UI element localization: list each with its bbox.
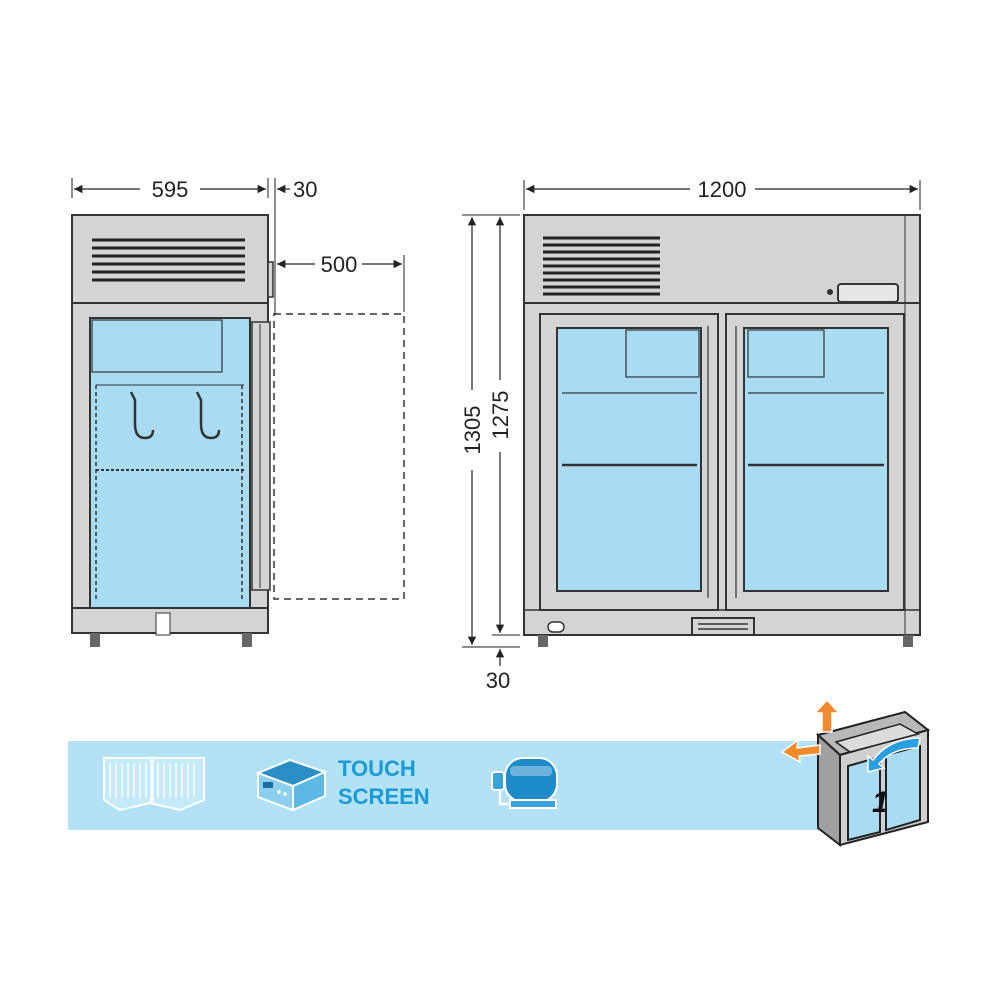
dim-label-1305: 1305 bbox=[460, 406, 485, 455]
dim-label-500: 500 bbox=[321, 252, 358, 277]
dim-heights: 1305 1275 bbox=[460, 214, 520, 648]
display-panel bbox=[837, 283, 899, 303]
front-view bbox=[523, 214, 921, 647]
dim-label-1275: 1275 bbox=[488, 391, 513, 440]
dim-offset-top: 30 bbox=[274, 177, 317, 315]
dim-label-30-bottom: 30 bbox=[486, 668, 510, 693]
grille-icon bbox=[103, 757, 205, 812]
temperature-display-icon bbox=[547, 621, 565, 633]
dim-offset-bottom: 30 bbox=[486, 649, 510, 693]
side-vent-grille bbox=[92, 238, 245, 282]
dim-label-30-top: 30 bbox=[293, 177, 317, 202]
dim-width-front: 1200 bbox=[523, 177, 921, 210]
dim-label-1200: 1200 bbox=[698, 177, 747, 202]
front-vent bbox=[691, 617, 755, 636]
dim-door-swing: 500 bbox=[277, 252, 405, 312]
front-vent-grille bbox=[543, 236, 660, 296]
dim-label-595: 595 bbox=[152, 177, 189, 202]
badge-number: 1 bbox=[872, 786, 889, 819]
airflow-cabinet-icon bbox=[780, 698, 931, 848]
indicator-dot bbox=[827, 289, 833, 295]
touch-label: TOUCH bbox=[338, 756, 416, 781]
side-view bbox=[71, 214, 405, 647]
controller-icon bbox=[255, 758, 328, 812]
dim-width-side: 595 bbox=[71, 177, 269, 202]
screen-label: SCREEN bbox=[338, 784, 430, 809]
compressor-icon bbox=[491, 757, 558, 809]
meat-hook-icon bbox=[129, 391, 221, 440]
